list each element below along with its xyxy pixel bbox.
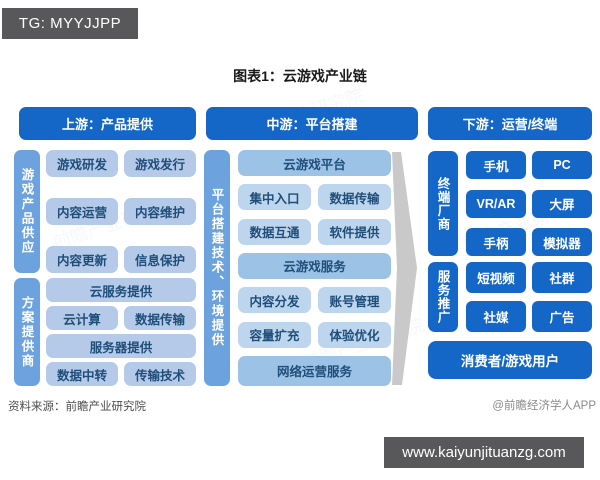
chain-node: 云游戏服务: [238, 252, 391, 279]
box-row: 内容更新 信息保护: [46, 246, 196, 273]
label-terminal-manufacturer: 终端厂商: [428, 151, 458, 256]
chain-node: 模拟器: [532, 228, 592, 256]
box-row: 服务器提供: [46, 334, 196, 358]
box-row: 短视频 社群: [466, 262, 592, 293]
downstream-promotion-group: 服务推广 短视频 社群 社媒 广告: [428, 262, 592, 332]
tg-watermark-badge: TG: MYYJJPP: [2, 8, 138, 39]
chain-node: 数据传输: [318, 184, 391, 211]
chain-node: 集中入口: [238, 184, 311, 211]
chain-node: 大屏: [532, 189, 592, 218]
chain-node: 内容更新: [46, 246, 118, 273]
credit-watermark: @前瞻经济学人APP: [492, 400, 596, 412]
chain-node: 云计算: [46, 306, 118, 330]
chain-node: 内容维护: [124, 198, 196, 225]
box-row: 云游戏服务: [238, 252, 391, 279]
box-row: 云计算 数据传输: [46, 306, 196, 330]
upstream-game-product-group: 游戏产品供应 游戏研发 游戏发行 内容运营 内容维护 内容更新 信息保护: [14, 150, 196, 273]
chain-node: 服务器提供: [46, 334, 196, 358]
chain-node: 手机: [466, 151, 526, 179]
downstream-group1-grid: 手机 PC VR/AR 大屏 手柄 模拟器: [466, 151, 592, 256]
chain-node: VR/AR: [466, 189, 526, 218]
box-row: 手机 PC: [466, 151, 592, 179]
source-note: 资料来源：前瞻产业研究院: [8, 401, 146, 413]
box-row: 集中入口 数据传输: [238, 184, 391, 211]
header-midstream: 中游：平台搭建: [206, 107, 418, 140]
box-row: 内容分发 账号管理: [238, 287, 391, 314]
box-row: 游戏研发 游戏发行: [46, 150, 196, 177]
flow-arrow-icon: [392, 152, 417, 385]
downstream-terminal-group: 终端厂商 手机 PC VR/AR 大屏 手柄 模拟器: [428, 151, 592, 256]
website-watermark-bar: www.kaiyunjituanzg.com: [384, 437, 584, 468]
box-row: VR/AR 大屏: [466, 189, 592, 218]
chain-node: PC: [532, 151, 592, 179]
consumer-box: 消费者/游戏用户: [428, 341, 592, 379]
chain-node: 社媒: [466, 301, 526, 332]
box-row: 容量扩充 体验优化: [238, 321, 391, 348]
midstream-platform-group: 平台搭建技术、环境提供 云游戏平台 集中入口 数据传输 数据互通 软件提供 云游…: [204, 150, 391, 386]
chain-node: 云游戏平台: [238, 150, 391, 176]
chain-node: 体验优化: [318, 321, 391, 348]
chain-node: 软件提供: [318, 218, 391, 245]
label-platform-tech-environment: 平台搭建技术、环境提供: [204, 150, 230, 386]
chain-node: 内容运营: [46, 198, 118, 225]
chain-node: 云服务提供: [46, 278, 196, 302]
label-service-promotion: 服务推广: [428, 262, 458, 332]
label-game-product-supply: 游戏产品供应: [14, 150, 40, 273]
header-downstream: 下游：运营/终端: [428, 107, 592, 140]
chain-node: 信息保护: [124, 246, 196, 273]
box-row: 云服务提供: [46, 278, 196, 302]
header-upstream: 上游：产品提供: [19, 107, 196, 140]
chain-node: 游戏研发: [46, 150, 118, 177]
box-row: 云游戏平台: [238, 150, 391, 176]
box-row: 数据互通 软件提供: [238, 218, 391, 245]
upstream-solution-provider-group: 方案提供商 云服务提供 云计算 数据传输 服务器提供 数据中转 传输技术: [14, 278, 196, 386]
chain-node: 账号管理: [318, 287, 391, 314]
chain-node: 网络运营服务: [238, 355, 391, 386]
chain-node: 数据中转: [46, 362, 118, 386]
upstream-group2-grid: 云服务提供 云计算 数据传输 服务器提供 数据中转 传输技术: [46, 278, 196, 386]
chain-node: 数据互通: [238, 218, 311, 245]
chain-node: 游戏发行: [124, 150, 196, 177]
chain-node: 传输技术: [124, 362, 196, 386]
box-row: 网络运营服务: [238, 355, 391, 386]
box-row: 手柄 模拟器: [466, 228, 592, 256]
chain-node: 社群: [532, 262, 592, 293]
upstream-group1-grid: 游戏研发 游戏发行 内容运营 内容维护 内容更新 信息保护: [46, 150, 196, 273]
midstream-grid: 云游戏平台 集中入口 数据传输 数据互通 软件提供 云游戏服务 内容分发 账号管…: [238, 150, 391, 386]
chain-node: 广告: [532, 301, 592, 332]
box-row: 内容运营 内容维护: [46, 198, 196, 225]
downstream-group2-grid: 短视频 社群 社媒 广告: [466, 262, 592, 332]
box-row: 社媒 广告: [466, 301, 592, 332]
chain-node: 手柄: [466, 228, 526, 256]
chain-node: 数据传输: [124, 306, 196, 330]
chain-node: 短视频: [466, 262, 526, 293]
label-solution-provider: 方案提供商: [14, 278, 40, 386]
chain-node: 容量扩充: [238, 321, 311, 348]
box-row: 数据中转 传输技术: [46, 362, 196, 386]
chart-title: 图表1：云游戏产业链: [233, 68, 367, 84]
chain-node: 内容分发: [238, 287, 311, 314]
